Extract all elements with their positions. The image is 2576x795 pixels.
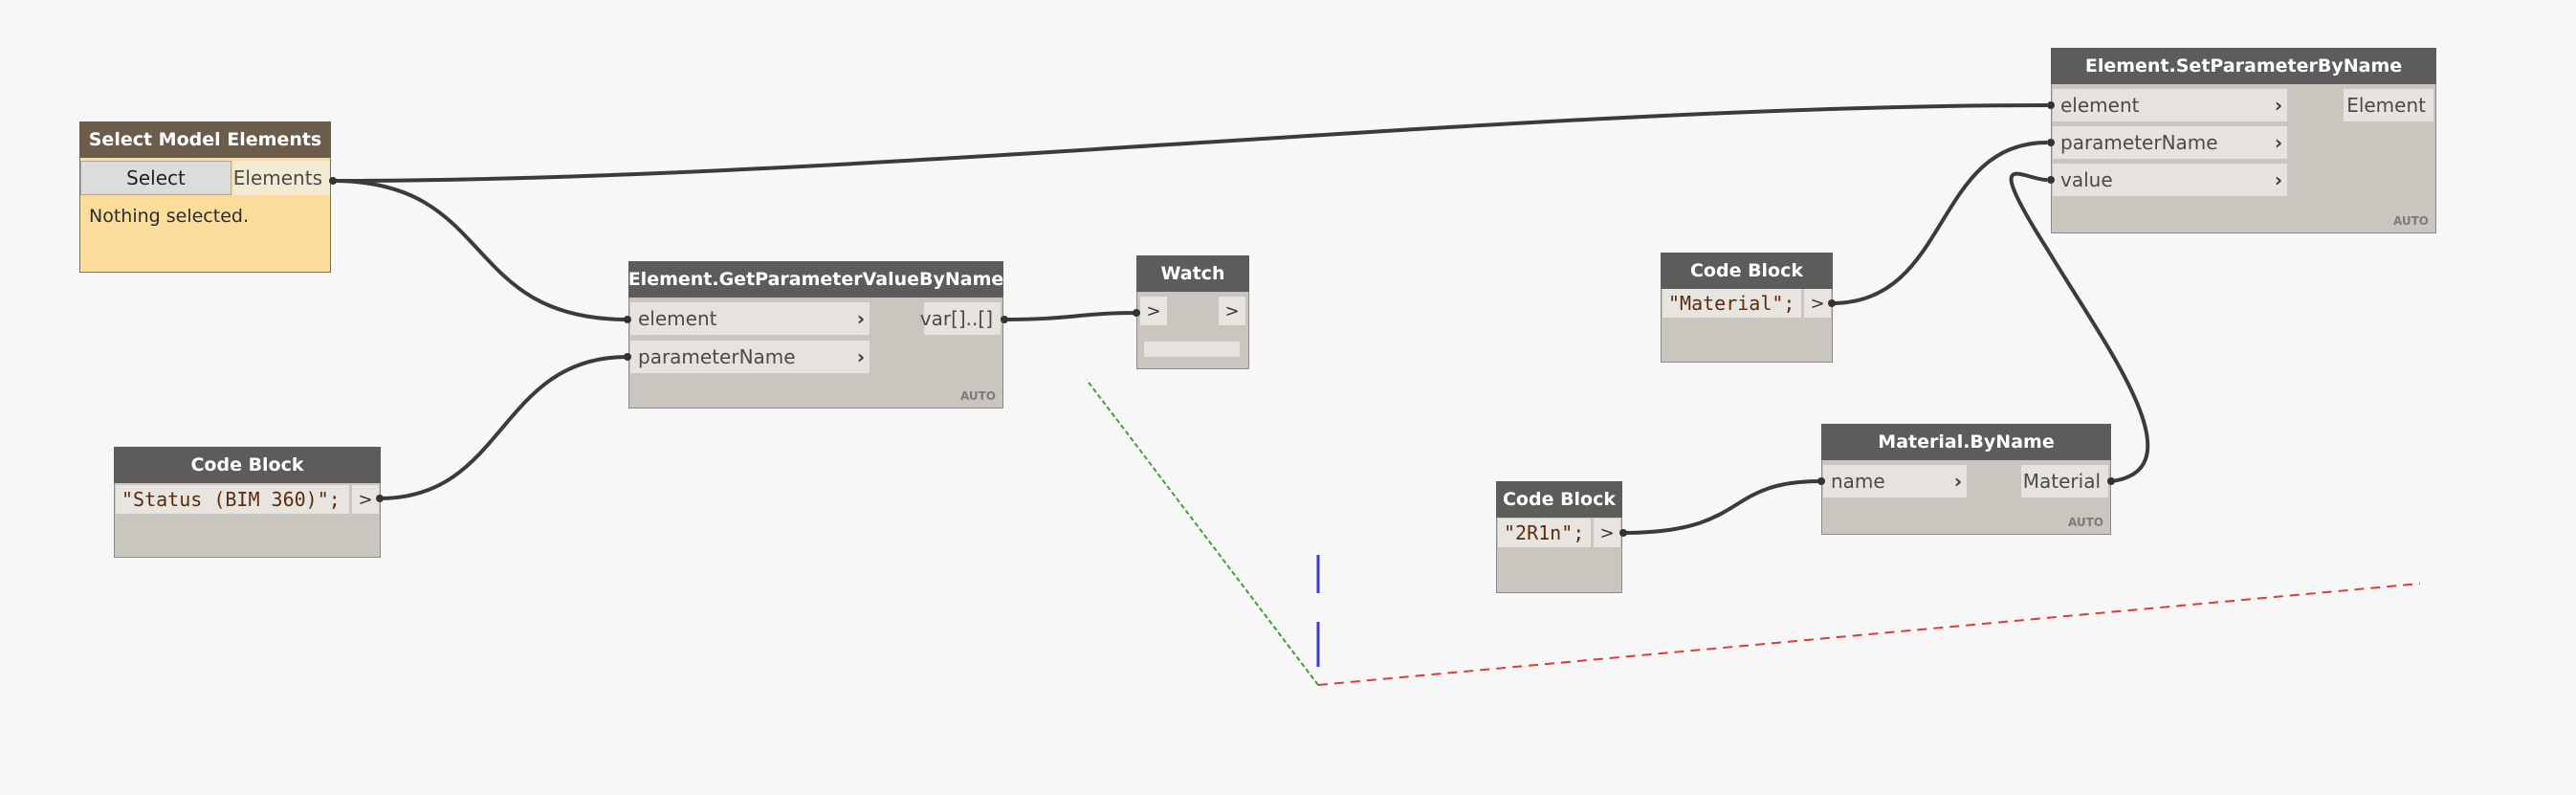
port-label: element [2060, 94, 2140, 117]
port-dot [2047, 139, 2055, 146]
code-text[interactable]: "2R1n"; [1498, 519, 1591, 547]
port-label: value [2060, 168, 2113, 191]
output-port[interactable]: Material [2021, 465, 2108, 497]
wire-material-to-set-parametername[interactable] [1831, 141, 2048, 305]
port-dot [1828, 299, 1836, 307]
port-label: parameterName [2060, 131, 2218, 154]
axis-x-line [1317, 583, 2421, 686]
input-port-name[interactable]: name › [1823, 465, 1967, 497]
wire-status-to-get-parametername[interactable] [379, 355, 628, 500]
port-dot [1133, 309, 1140, 317]
select-model-elements-node[interactable]: Select Model Elements Select Elements No… [79, 121, 331, 273]
code-block-material-node[interactable]: Code Block "Material"; > [1661, 253, 1833, 363]
code-block-2r1n-node[interactable]: Code Block "2R1n"; > [1496, 481, 1622, 593]
code-text[interactable]: "Material"; [1662, 289, 1801, 318]
port-dot [329, 177, 337, 185]
select-button[interactable]: Select [80, 161, 231, 195]
axis-y-line [1086, 379, 1319, 686]
chevron-right-icon: › [2274, 94, 2283, 117]
chevron-right-icon: › [856, 307, 866, 330]
wire-elements-to-get-element[interactable] [332, 179, 628, 321]
output-port[interactable]: var[]..[] [920, 302, 1001, 335]
output-port[interactable]: > [1804, 289, 1831, 318]
port-dot [2047, 101, 2055, 109]
set-parameter-node[interactable]: Element.SetParameterByName element › par… [2051, 48, 2436, 233]
node-title: Element.GetParameterValueByName [628, 261, 1003, 298]
code-block-status-node[interactable]: Code Block "Status (BIM 360)"; > [114, 447, 381, 558]
material-by-name-node[interactable]: Material.ByName name › Material AUTO [1821, 424, 2111, 535]
chevron-right-icon: › [856, 345, 866, 368]
wire-2r1n-to-materialbyname[interactable] [1622, 479, 1821, 535]
node-title: Element.SetParameterByName [2051, 48, 2436, 84]
lacing-label: AUTO [2392, 214, 2429, 228]
get-parameter-node[interactable]: Element.GetParameterValueByName element … [628, 261, 1003, 409]
port-label: element [638, 307, 717, 330]
port-dot [2107, 477, 2115, 485]
port-dot [624, 353, 631, 361]
port-dot [1619, 529, 1627, 537]
code-text[interactable]: "Status (BIM 360)"; [116, 485, 349, 514]
wire-get-to-watch[interactable] [1003, 311, 1137, 321]
port-dot [1001, 316, 1008, 323]
input-port-element[interactable]: element › [630, 302, 870, 335]
output-port[interactable]: Element [2344, 89, 2433, 121]
selection-status: Nothing selected. [89, 206, 249, 227]
node-title: Material.ByName [1821, 424, 2111, 460]
port-dot [376, 495, 384, 502]
output-port[interactable]: > [1219, 297, 1245, 325]
port-dot [624, 316, 631, 323]
node-title: Code Block [114, 447, 381, 483]
chevron-right-icon: › [2274, 131, 2283, 154]
port-dot [1817, 477, 1825, 485]
port-dot [2047, 176, 2055, 184]
chevron-right-icon: › [2274, 168, 2283, 191]
output-port-elements[interactable]: Elements [233, 161, 330, 195]
input-port-element[interactable]: element › [2053, 89, 2287, 121]
input-port-value[interactable]: value › [2053, 164, 2287, 196]
output-port[interactable]: > [352, 485, 379, 514]
watch-display [1144, 342, 1240, 357]
node-title: Watch [1136, 255, 1249, 292]
node-title: Code Block [1661, 253, 1833, 289]
port-label: parameterName [638, 345, 796, 368]
wire-elements-to-set-element[interactable] [332, 103, 2048, 183]
input-port-parametername[interactable]: parameterName › [2053, 126, 2287, 159]
lacing-label: AUTO [959, 389, 996, 403]
lacing-label: AUTO [2067, 516, 2103, 529]
node-title: Code Block [1496, 481, 1622, 518]
node-title: Select Model Elements [79, 121, 331, 158]
watch-node[interactable]: Watch > > [1136, 255, 1249, 369]
input-port[interactable]: > [1140, 297, 1167, 325]
input-port-parametername[interactable]: parameterName › [630, 341, 870, 373]
port-label: name [1831, 470, 1885, 493]
output-port[interactable]: > [1594, 519, 1620, 547]
chevron-right-icon: › [1953, 470, 1963, 493]
